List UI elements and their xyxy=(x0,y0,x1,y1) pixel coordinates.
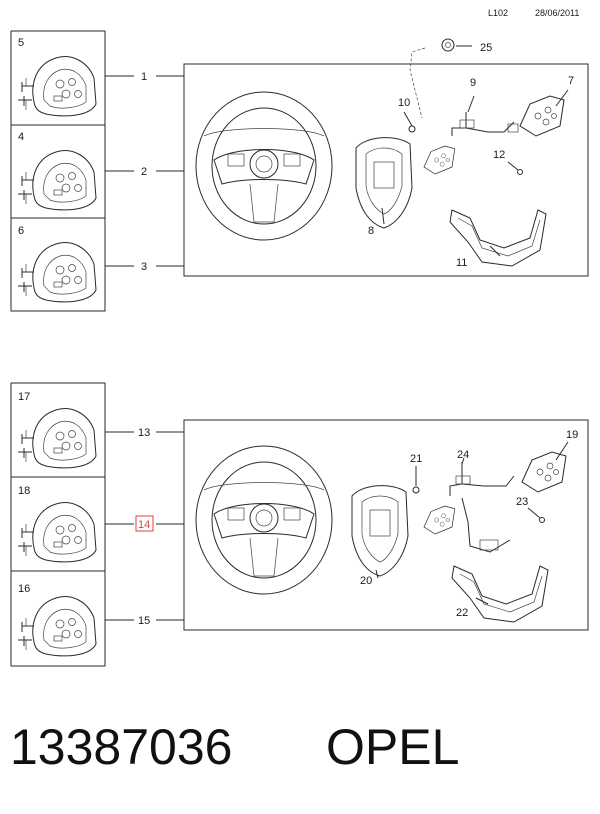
group1-thumbnails: 5 4 6 xyxy=(10,30,106,312)
sheet-code: L102 xyxy=(488,8,509,18)
callout-6: 6 xyxy=(18,225,24,237)
callout-7: 7 xyxy=(568,75,574,87)
callout-12: 12 xyxy=(493,149,505,161)
thumbnail-part-18[interactable]: 18 xyxy=(17,485,97,563)
thumbnail-column-1 xyxy=(10,30,106,312)
leader-label-3: 3 xyxy=(141,261,147,273)
switch-small-2[interactable] xyxy=(423,505,456,535)
switch-part-19[interactable] xyxy=(521,451,567,493)
screw-part-23[interactable] xyxy=(539,517,545,523)
clip-part-25[interactable] xyxy=(441,38,472,52)
assembly-frame-2 xyxy=(183,419,589,631)
thumbnail-part-4[interactable]: 4 xyxy=(17,131,97,211)
switch-small-1[interactable] xyxy=(423,145,456,175)
wiring-part-9[interactable] xyxy=(451,112,515,136)
leader-label-13: 13 xyxy=(138,427,150,439)
bezel-part-8[interactable] xyxy=(355,137,413,229)
callout-23: 23 xyxy=(516,496,528,508)
callout-9: 9 xyxy=(470,77,476,89)
bezel-part-20[interactable] xyxy=(351,485,409,577)
highlight-box-14 xyxy=(135,515,154,532)
sheet-header: L102 28/06/2011 xyxy=(0,8,600,22)
group2-thumbnails: 17 18 16 xyxy=(10,382,106,667)
group1-leaders: 1 2 3 xyxy=(105,71,184,273)
wiring-part-24[interactable] xyxy=(449,462,515,553)
callout-4: 4 xyxy=(18,131,24,143)
callout-8: 8 xyxy=(368,225,374,237)
callout-18: 18 xyxy=(18,485,30,497)
brand-name: OPEL xyxy=(326,719,460,775)
callout-16: 16 xyxy=(18,583,30,595)
thumbnail-part-6[interactable]: 6 xyxy=(17,225,97,303)
callout-24: 24 xyxy=(457,449,469,461)
callout-20: 20 xyxy=(360,575,372,587)
switch-part-7[interactable] xyxy=(519,95,565,137)
screw-part-10[interactable] xyxy=(408,125,416,133)
assembly-frame-1 xyxy=(183,63,589,277)
callout-17: 17 xyxy=(18,391,30,403)
group1-assembly: 25 9 7 10 12 8 11 xyxy=(195,38,574,269)
group2-assembly: 21 24 19 23 20 22 xyxy=(195,429,578,623)
thumbnail-part-5[interactable]: 5 xyxy=(17,37,97,117)
group2-leaders: 13 14 15 xyxy=(105,427,184,627)
thumbnail-column-2 xyxy=(10,382,106,667)
callout-10: 10 xyxy=(398,97,410,109)
callout-19: 19 xyxy=(566,429,578,441)
callout-25: 25 xyxy=(480,42,492,54)
steering-wheel-2[interactable] xyxy=(195,445,333,595)
steering-wheel-1[interactable] xyxy=(195,91,333,241)
leader-label-2: 2 xyxy=(141,166,147,178)
callout-5: 5 xyxy=(18,37,24,49)
callout-21: 21 xyxy=(410,453,422,465)
callout-22: 22 xyxy=(456,607,468,619)
thumbnail-part-17[interactable]: 17 xyxy=(17,391,97,469)
screw-part-21[interactable] xyxy=(412,486,420,494)
screw-part-12[interactable] xyxy=(517,169,523,175)
footer-title: 13387036 OPEL xyxy=(10,712,590,782)
leader-label-15: 15 xyxy=(138,615,150,627)
thumbnail-part-16[interactable]: 16 xyxy=(17,583,97,657)
leader-label-14[interactable]: 14 xyxy=(138,519,150,531)
sheet-date: 28/06/2011 xyxy=(535,8,580,18)
leader-label-1: 1 xyxy=(141,71,147,83)
part-number: 13387036 xyxy=(10,719,233,775)
callout-11: 11 xyxy=(456,257,467,269)
